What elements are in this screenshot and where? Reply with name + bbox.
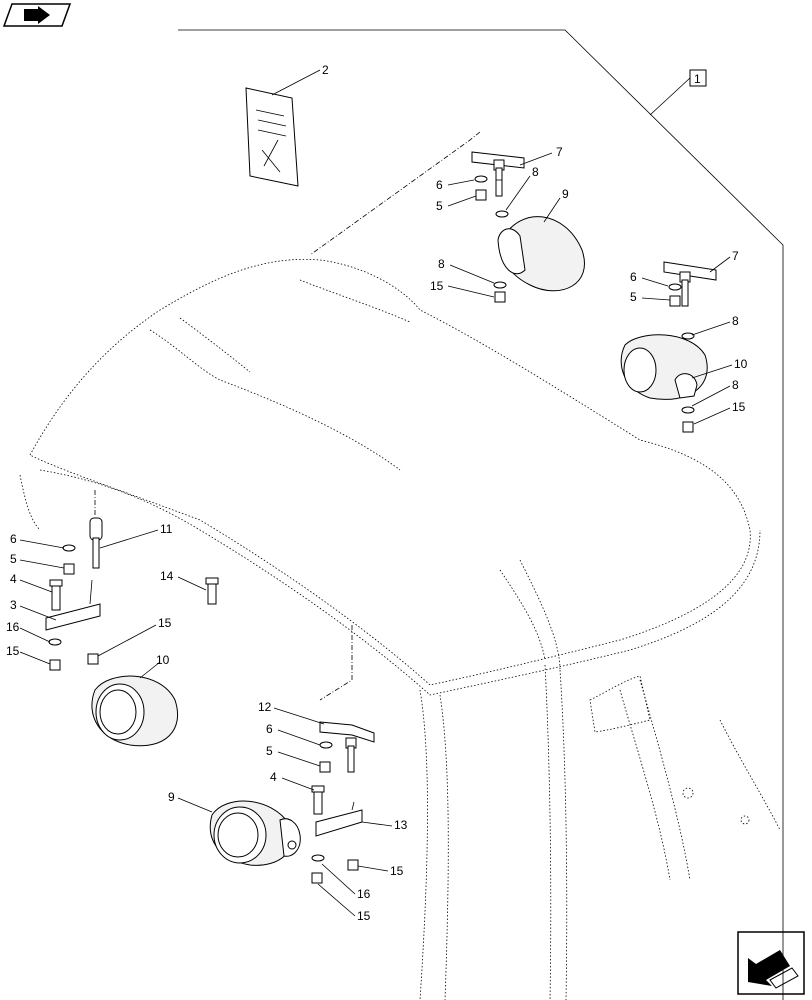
callout-7: 7 <box>732 249 739 263</box>
callout-11: 11 <box>160 522 173 536</box>
callout-10: 10 <box>734 357 748 371</box>
callout-5: 5 <box>436 199 443 213</box>
callout-15: 15 <box>357 909 371 923</box>
callout-8: 8 <box>732 314 739 328</box>
callout-15: 15 <box>6 644 20 658</box>
callout-15: 15 <box>390 864 404 878</box>
callout-8: 8 <box>438 257 445 271</box>
callout-9: 9 <box>168 790 175 804</box>
callout-4: 4 <box>10 572 17 586</box>
book-arrow-icon[interactable] <box>2 3 72 27</box>
callout-6: 6 <box>10 532 17 546</box>
callout-labels: 2 7 6 8 5 9 8 15 7 6 5 8 10 8 15 6 11 5 … <box>6 63 748 923</box>
callout-9: 9 <box>562 187 569 201</box>
callout-7: 7 <box>556 145 563 159</box>
cab-roof <box>19 258 781 1000</box>
callout-16: 16 <box>6 620 20 634</box>
lower-bracket-assembly <box>209 721 375 884</box>
leader-lines <box>19 69 733 917</box>
alignment-lines <box>94 131 481 701</box>
callout-16: 16 <box>357 887 371 901</box>
callout-6: 6 <box>436 178 443 192</box>
callout-8: 8 <box>732 378 739 392</box>
callout-5: 5 <box>266 744 273 758</box>
callout-13: 13 <box>394 818 408 832</box>
next-page-arrow-icon[interactable] <box>737 931 805 995</box>
manual-booklet <box>245 87 299 187</box>
callout-15: 15 <box>430 279 444 293</box>
callout-2: 2 <box>322 63 329 77</box>
assembly-number: 1 <box>694 72 701 86</box>
callout-5: 5 <box>630 290 637 304</box>
callout-6: 6 <box>266 722 273 736</box>
assembly-bracket <box>178 29 784 1000</box>
callout-12: 12 <box>258 700 272 714</box>
callout-4: 4 <box>270 770 277 784</box>
callout-15: 15 <box>732 400 746 414</box>
left-bracket-assembly <box>45 517 219 747</box>
callout-8: 8 <box>532 165 539 179</box>
upper-bracket-assembly-left <box>471 151 585 303</box>
upper-bracket-assembly-right <box>620 261 717 433</box>
callout-10: 10 <box>156 653 170 667</box>
callout-6: 6 <box>630 270 637 284</box>
callout-3: 3 <box>10 598 17 612</box>
callout-15: 15 <box>158 616 172 630</box>
callout-14: 14 <box>160 569 174 583</box>
callout-5: 5 <box>10 552 17 566</box>
